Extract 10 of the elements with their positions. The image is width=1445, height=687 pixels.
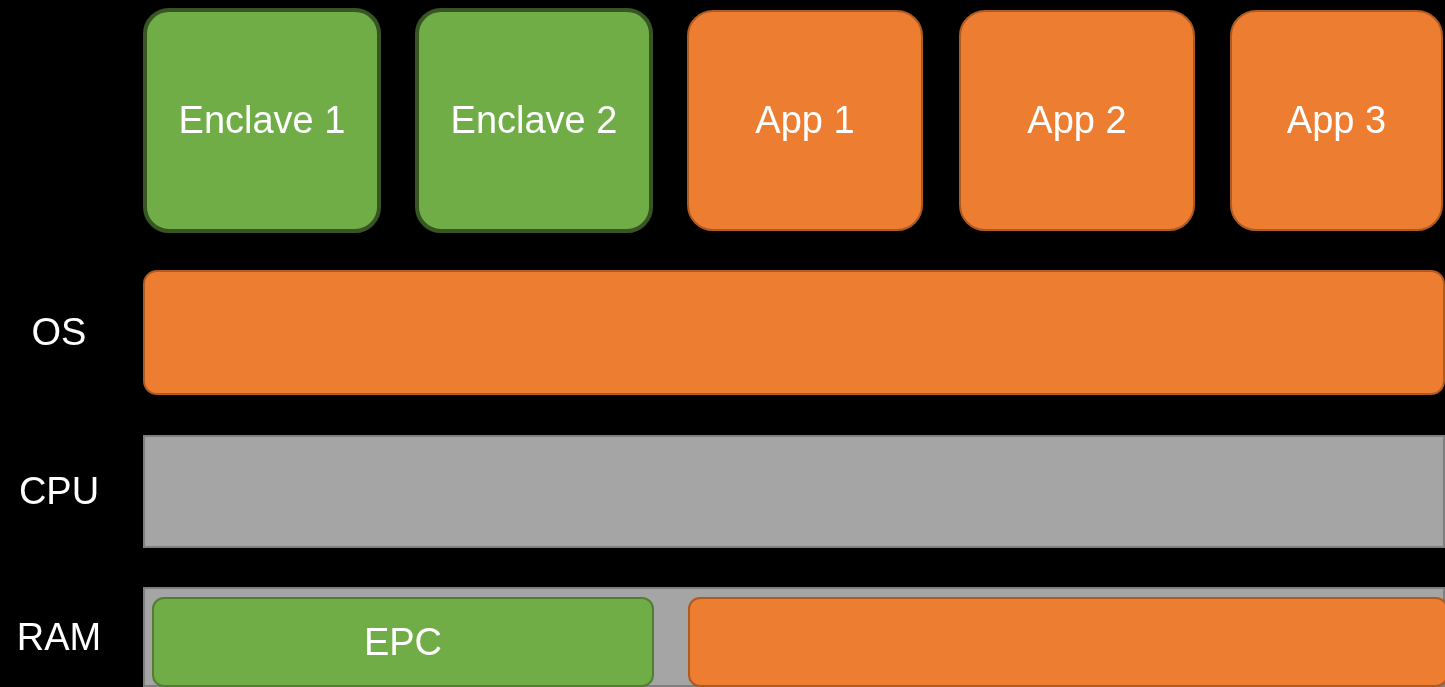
enclave-box: Enclave 2 <box>415 8 653 233</box>
app-box: App 2 <box>959 10 1195 231</box>
layer-label: CPU <box>18 470 100 513</box>
app-box: App 3 <box>1230 10 1443 231</box>
layer-label: OS <box>31 311 87 354</box>
enclave-box: Enclave 1 <box>143 8 381 233</box>
app-box: App 1 <box>687 10 923 231</box>
epc-region: EPC <box>152 597 654 687</box>
layer-label: RAM <box>16 615 102 659</box>
memory-region <box>688 597 1445 687</box>
